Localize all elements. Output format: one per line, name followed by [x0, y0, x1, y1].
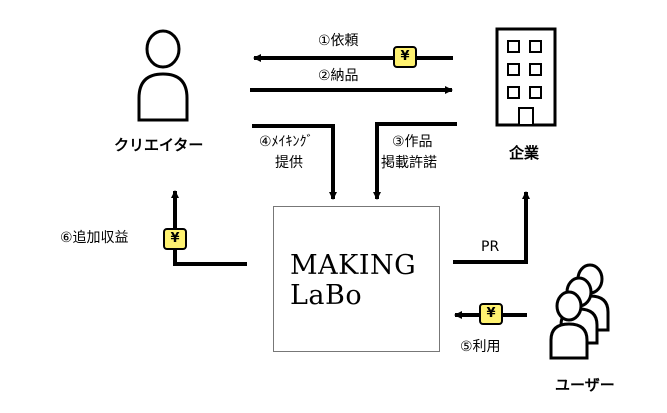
revenue-arrow: [171, 190, 247, 266]
request-label: ①依頼: [318, 33, 359, 49]
creator-label: クリエイター: [114, 136, 204, 154]
permission-label-line2: 掲載許諾: [381, 155, 437, 171]
yen-badge-revenue: ¥: [163, 228, 187, 250]
yen-badge-use: ¥: [479, 303, 503, 325]
yen-badge-request: ¥: [393, 46, 417, 68]
making-label-line2: 提供: [275, 155, 303, 171]
creator-person-icon: [137, 29, 189, 122]
pr-arrow: [453, 191, 530, 264]
platform-logo-line2: LaBo: [290, 280, 363, 311]
users-group-icon: [549, 263, 610, 360]
permission-label-line1: ③作品: [392, 134, 433, 150]
pr-label: PR: [481, 239, 500, 255]
revenue-label: ⑥追加収益: [60, 230, 129, 246]
permission-arrow: [373, 122, 457, 200]
platform-logo-line1: MAKING: [290, 250, 417, 281]
making-labo-box: MAKING LaBo: [273, 206, 440, 352]
user-label: ユーザー: [555, 376, 615, 394]
making-label-line1: ④ﾒｲｷﾝｸﾞ: [259, 134, 314, 150]
use-label: ⑤利用: [460, 339, 501, 355]
making-provision-arrow: [252, 124, 337, 200]
company-label: 企業: [509, 144, 540, 162]
delivery-label: ②納品: [318, 68, 359, 84]
company-building-icon: [495, 27, 557, 127]
